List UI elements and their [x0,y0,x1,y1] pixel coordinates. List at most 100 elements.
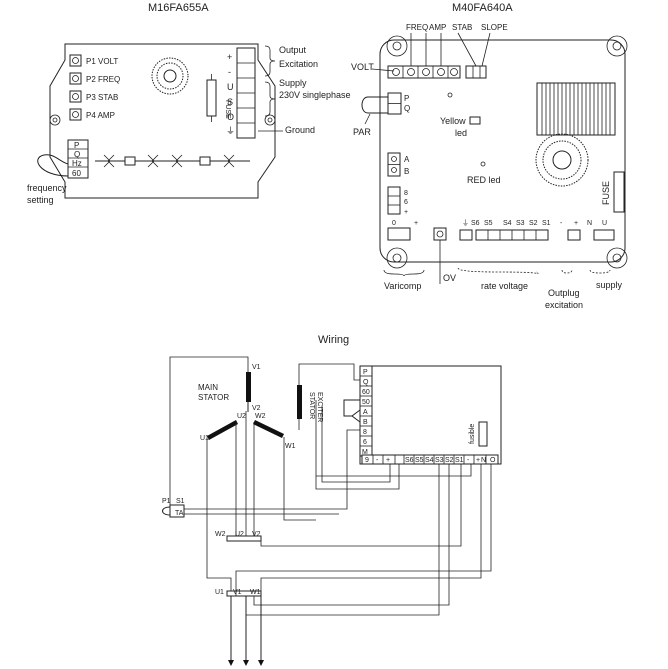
left-fuse: FUSE [206,74,231,122]
left-terminal-strip: + - U S O ⏚ [226,47,256,139]
wire-s2 [260,464,462,547]
label-stator-exciter: STATOR [308,392,315,419]
ct-ta: TA [175,510,184,517]
left-component-row [95,154,250,168]
reg-bottom: S2 [445,457,454,464]
terminal-label: S [227,97,233,107]
left-pot-p4[interactable]: P4 AMP [69,108,115,121]
wire-v1 [169,356,249,506]
right-slope-switch[interactable] [465,65,487,79]
right-pot-row[interactable] [387,65,461,79]
bottom-term: S3 [516,220,525,227]
left-term-8: 8 [404,190,408,197]
left-pot-p3[interactable]: P3 STAB [69,90,118,103]
reg-bottom: 9 [365,457,369,464]
freq-p: P [74,141,79,150]
left-model-title: M16FA655A [148,2,209,14]
par-jumper [361,96,388,114]
left-pot-p2[interactable]: P2 FREQ [69,72,120,85]
annotation-excitation-r: excitation [545,300,583,310]
right-pq-block[interactable]: P Q [387,92,410,115]
bottom-term: - [560,220,563,227]
label-par: PAR [353,127,371,137]
label-red-led: RED led [467,175,501,185]
annotation-supply: Supply [279,78,307,88]
wire-u1 [206,438,232,591]
reg-side: Q [363,379,369,386]
current-transformer [169,504,185,518]
annotation-frequency: frequency [27,183,67,193]
reg-side: A [363,409,368,416]
left-term-6: 6 [404,199,408,206]
label-volt: VOLT [351,62,374,72]
terminal-label: - [228,67,231,77]
stator-exciter-coil [297,385,302,419]
yellow-led [469,116,481,125]
right-annotations: Varicomp OV rate voltage Outplug excitat… [383,240,623,310]
winding-v [246,372,251,402]
pot-label: P3 STAB [86,93,118,102]
bottom-term: ⏚ [462,219,469,227]
reg-bottom: + [476,457,480,464]
reg-side: 60 [362,389,370,396]
output-bar [226,590,262,597]
label-stab: STAB [452,23,472,32]
label-slope: SLOPE [481,23,508,32]
wire-reg-8 [315,400,400,490]
right-model-title: M40FA640A [452,2,513,14]
ct-s1: S1 [176,498,185,505]
ct-p1: P1 [162,498,171,505]
wire-s1 [316,464,472,477]
bottom-term: U [602,220,607,227]
wire-w1 [283,437,316,521]
freq-60: 60 [72,169,81,178]
right-heatsink [536,82,616,136]
label-fusible: fusible [469,424,476,444]
terminal-label: + [227,52,232,62]
reg-bottom: - [467,457,470,464]
right-fuse: FUSE [601,171,625,213]
out-w1: W1 [250,589,261,596]
reg-bottom: S3 [435,457,444,464]
annotation-rate-voltage: rate voltage [481,281,528,291]
right-ab-block[interactable]: A B [387,152,410,177]
annotation-varicomp: Varicomp [384,281,421,291]
wire-s4 [245,464,440,616]
wiring-schematic: MAIN STATOR V1 V2 U2 W2 U1 W1 STATOR EXC… [162,356,502,666]
label-freq: FREQ [406,23,428,32]
bottom-term: 0 [392,220,396,227]
reg-bottom: + [386,457,390,464]
bottom-term: S1 [542,220,551,227]
reg-bottom: S1 [455,457,464,464]
right-left-terminals[interactable]: 8 6 + [387,186,408,216]
reg-bottom: - [376,457,379,464]
ab-a: A [404,155,410,164]
wire-o [235,464,492,596]
wire-reg-6 [321,406,391,483]
jumper-w2: W2 [215,531,226,538]
winding-v1: V1 [252,364,261,371]
pot-label: P4 AMP [86,111,115,120]
annotation-output: Output [279,45,307,55]
right-regulator-board: FREQ AMP STAB SLOPE VOLT P Q PAR Yellow … [351,23,628,269]
fuse-label: FUSE [224,100,231,119]
winding-u2: U2 [237,413,246,420]
left-regulator-board: P1 VOLT P2 FREQ P3 STAB P4 AMP FUSE [37,43,276,199]
reg-side: 6 [363,439,367,446]
right-bottom-terminals[interactable]: 0 + ⏚ S6 S5 S4 S3 S2 S1 - + N U [387,219,615,241]
reg-bottom: S6 [405,457,414,464]
wire-s3 [253,464,450,606]
reg-bottom: N [481,457,486,464]
left-frequency-block[interactable]: P Q Hz 60 [67,139,89,179]
reg-bottom: O [490,457,496,464]
label-main: MAIN [198,383,218,392]
reg-side: P [363,369,368,376]
label-yellow-led-2: led [455,128,467,138]
label-amp: AMP [429,23,446,32]
left-pot-p1[interactable]: P1 VOLT [69,54,118,67]
freq-hz: Hz [72,159,82,168]
out-u1: U1 [215,589,224,596]
out-v1: V1 [233,589,242,596]
wire-exciter-top [298,363,360,385]
